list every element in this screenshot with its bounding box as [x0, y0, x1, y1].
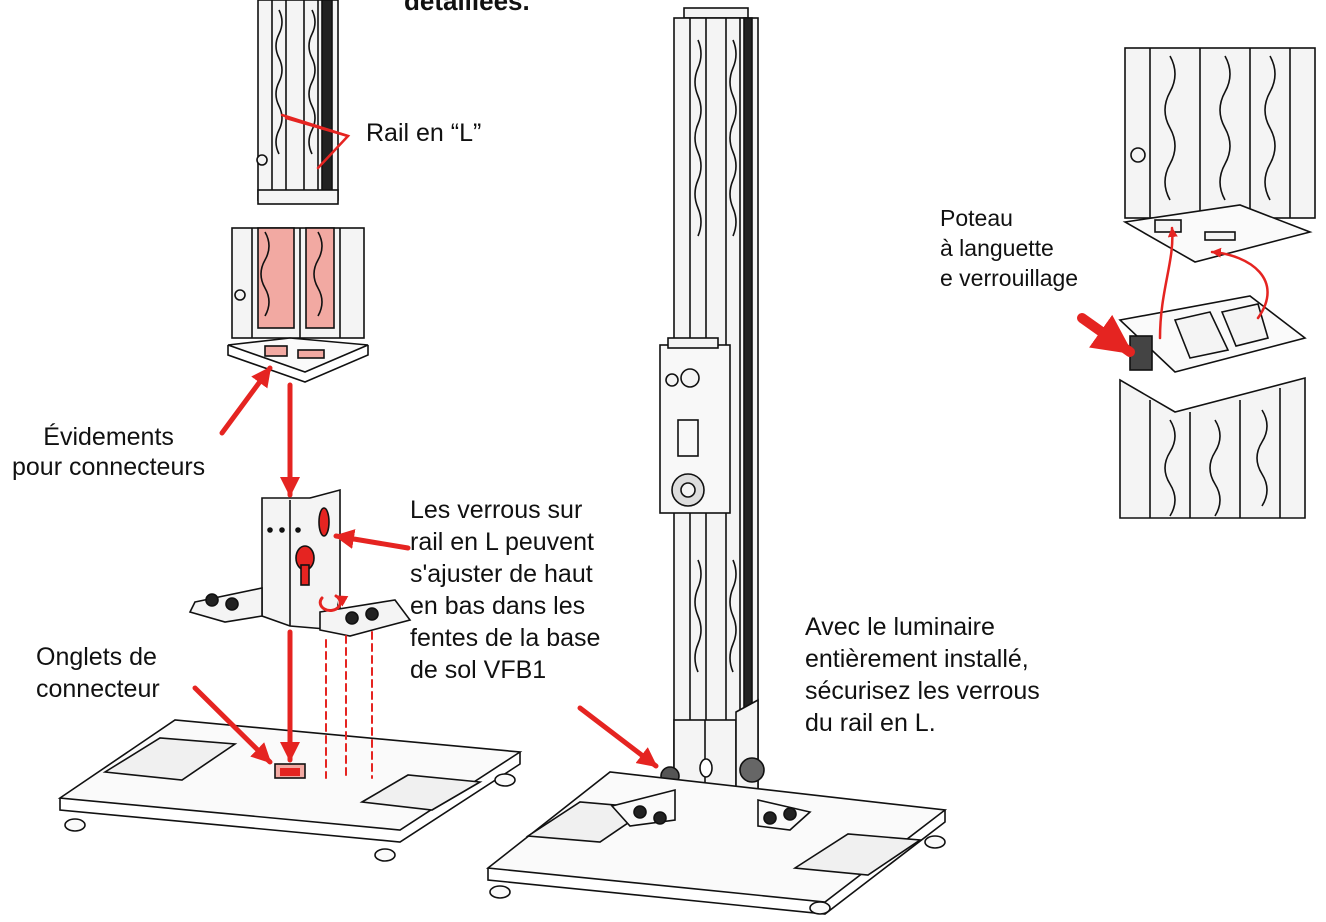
evidements-arrow [219, 365, 273, 436]
evidements-label: Évidements pour connecteurs [12, 423, 206, 481]
avec-label: Avec le luminaire entièrement installé, … [805, 613, 1040, 737]
detail-arrow-1 [1158, 226, 1178, 340]
vfb1-arrow [577, 705, 659, 769]
rail-lock-bracket [188, 488, 412, 637]
detail-arrow-2 [1210, 247, 1269, 320]
locking-post-detail [1118, 47, 1316, 519]
lock-rotate-arrow [318, 594, 349, 613]
verrous-label: Les verrous sur rail en L peuvent s'ajus… [410, 496, 601, 684]
assembled-fixture-column [659, 7, 765, 818]
floor-base-vfb1-center [485, 771, 948, 915]
floor-base-vfb1-left [57, 719, 523, 862]
annotation-arrows [192, 113, 1269, 779]
upper-rail-section [256, 0, 339, 205]
onglets-label: Onglets de connecteur [36, 643, 160, 703]
rail-l-label: Rail en “L” [366, 119, 482, 147]
top-cut-text: détaillées. [404, 0, 530, 16]
onglets-arrow [192, 685, 273, 765]
poteau-arrow [1077, 313, 1135, 357]
lower-rail-section [227, 227, 369, 383]
poteau-label: Poteau à languette e verrouillage [940, 205, 1079, 291]
lock-arrow [333, 529, 411, 551]
